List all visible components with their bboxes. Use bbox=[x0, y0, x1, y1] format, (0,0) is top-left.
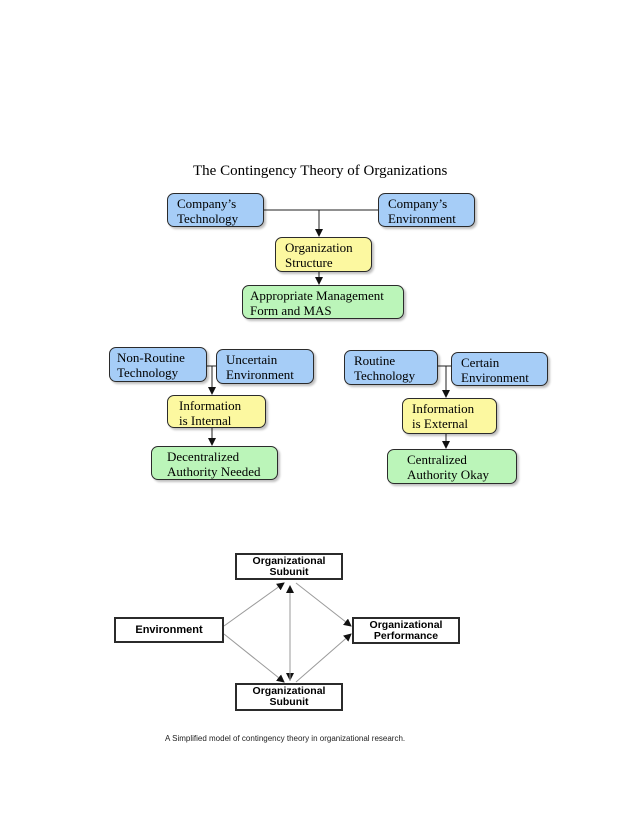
company-technology-box: Company’s Technology bbox=[167, 193, 264, 227]
organizational-subunit-top-box: Organizational Subunit bbox=[235, 553, 343, 580]
organizational-subunit-bottom-box: Organizational Subunit bbox=[235, 683, 343, 711]
decentralized-authority-box: Decentralized Authority Needed bbox=[151, 446, 278, 480]
centralized-authority-box: Centralized Authority Okay bbox=[387, 449, 517, 484]
arrow-env-to-top-subunit bbox=[223, 582, 285, 627]
environment-box: Environment bbox=[114, 617, 224, 643]
arrow-env-to-bottom-subunit bbox=[223, 633, 285, 683]
organization-structure-box: Organization Structure bbox=[275, 237, 372, 272]
figure-caption: A Simplified model of contingency theory… bbox=[165, 734, 406, 743]
management-form-box: Appropriate Management Form and MAS bbox=[242, 285, 404, 319]
information-internal-box: Information is Internal bbox=[167, 395, 266, 428]
information-external-box: Information is External bbox=[402, 398, 497, 434]
diagram-title: The Contingency Theory of Organizations bbox=[193, 163, 448, 179]
company-environment-box: Company’s Environment bbox=[378, 193, 475, 227]
uncertain-environment-box: Uncertain Environment bbox=[216, 349, 314, 384]
arrow-bottom-subunit-to-performance bbox=[295, 633, 352, 683]
routine-technology-box: Routine Technology bbox=[344, 350, 438, 385]
certain-environment-box: Certain Environment bbox=[451, 352, 548, 386]
non-routine-technology-box: Non-Routine Technology bbox=[109, 347, 207, 382]
arrow-top-subunit-to-performance bbox=[295, 582, 352, 627]
organizational-performance-box: Organizational Performance bbox=[352, 617, 460, 644]
